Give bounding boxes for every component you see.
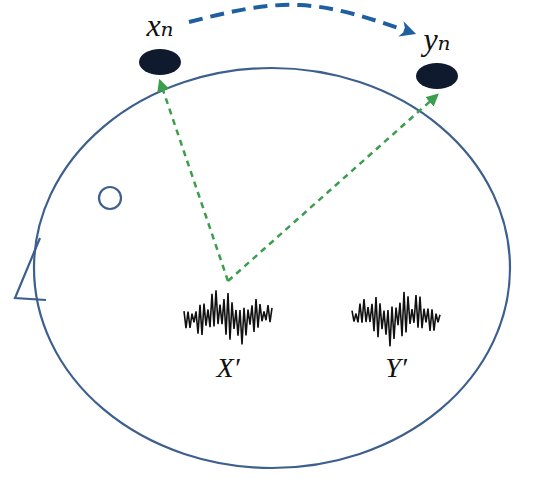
electrode-label: xₙ [146,8,173,43]
electrode-node: xₙ [137,8,183,77]
electrode-symbol [414,61,460,91]
electrode-node: yₙ [414,22,460,91]
noise-waveform [352,292,440,346]
signal-label: Y′ [385,353,407,384]
noise-node: Y′ [350,285,442,384]
electrode-dot [139,49,181,75]
electrode-label: yₙ [423,22,450,57]
head-outline [34,68,510,468]
noise-symbol [182,285,274,349]
signal-label: X′ [216,353,239,384]
coupling-arrow [189,5,410,32]
nose-symbol [15,238,46,300]
electrode-dot [416,63,458,89]
noise-arrow [160,81,228,281]
electrode-symbol [137,47,183,77]
noise-symbol [350,285,442,349]
noise-waveform [184,290,272,344]
eye-symbol [99,187,121,209]
noise-node: X′ [182,285,274,384]
noise-arrow [228,95,437,281]
